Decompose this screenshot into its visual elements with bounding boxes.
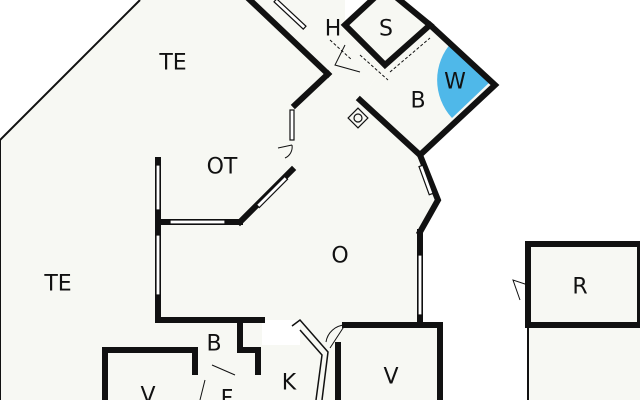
wall-outer-left [0,0,141,141]
window-o-left-upper [155,164,161,211]
center-floor [158,45,438,345]
wall-ot-upper [290,69,333,110]
door-annex [512,279,529,301]
sauna-floor [345,0,430,65]
door-ot [277,144,293,159]
window-o-right [417,254,423,316]
room-label-te-upper: TE [158,51,186,76]
door-bath [389,37,431,73]
window-ot-diag [255,175,289,209]
doors [199,37,529,400]
wall-bath [355,20,500,160]
lower-right-floor [330,325,440,400]
annex-lower-floor [528,325,640,400]
window-ot-bottom [169,219,226,225]
room-label-s: S [379,17,393,42]
kitchen-floor [262,345,330,400]
window-o-right-diag [418,164,434,196]
room-label-w: W [444,70,466,95]
room-label-v-left: V [140,384,155,400]
window-ot-right [289,109,295,141]
door-sauna [329,39,389,81]
wall-b-lower [237,317,261,375]
windows [155,0,434,316]
door-v [325,324,346,349]
room-label-k: K [282,371,297,396]
stove-icon [347,107,369,129]
kitchen-counter [291,318,329,400]
house-floor [0,0,328,400]
door-hall [334,44,361,73]
wall-lower-left-top [102,347,198,400]
room-label-f: F [221,387,234,400]
room-label-te-left: TE [43,272,71,297]
room-label-ot: OT [207,155,238,180]
room-labels: TE H S W B OT TE O R B K V V F [43,17,587,400]
room-label-b-lower: B [206,332,221,357]
annex-floor [528,244,640,325]
whirlpool-area [437,42,492,118]
wall-upper-diag [245,0,333,79]
window-upper-diag [273,0,307,30]
room-label-v-right: V [383,365,398,390]
door-b-lower [211,364,236,376]
room-label-h: H [325,17,342,42]
room-label-o: O [331,244,348,269]
door-f [199,379,206,400]
room-label-r: R [572,275,587,300]
wall-o-right-diag [415,151,442,237]
wall-annex [525,241,640,328]
window-o-left-lower [155,234,161,296]
room-label-b-right: B [410,89,425,114]
hall-floor [250,0,385,100]
